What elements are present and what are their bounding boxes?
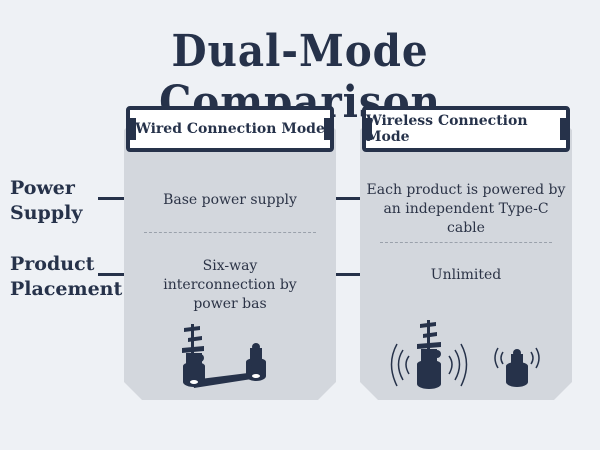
wired-mode-card [124,112,336,400]
page-title: Dual-Mode Comparison [159,26,441,128]
wired-placement-value: Six-way interconnection by power bas [163,258,297,312]
connector-placement-left [98,273,126,276]
connector-power-mid [336,197,360,200]
wireless-placement-value: Unlimited [430,267,502,283]
row-label-power-supply: Power Supply [10,177,83,224]
wireless-mode-card [360,112,572,400]
wired-row-divider [144,232,316,233]
row-label-product-placement: Product Placement [10,253,123,300]
header-notch-right [560,118,570,140]
wireless-mode-header-label: Wireless Connection Mode [366,113,528,145]
header-notch-left [362,118,372,140]
wireless-row-divider [380,242,552,243]
wireless-mode-header: Wireless Connection Mode [362,106,570,152]
header-notch-left [126,118,136,140]
wired-mode-header: Wired Connection Mode [126,106,334,152]
header-notch-right [324,118,334,140]
wireless-pagoda-products-icon [390,320,540,389]
wired-power-supply-value: Base power supply [163,192,297,208]
wired-mode-header-label: Wired Connection Mode [135,121,325,137]
connector-power-left [98,197,126,200]
connector-placement-mid [336,273,360,276]
wireless-power-supply-value: Each product is powered by an independen… [366,182,566,236]
linked-pagoda-products-icon [182,324,266,388]
